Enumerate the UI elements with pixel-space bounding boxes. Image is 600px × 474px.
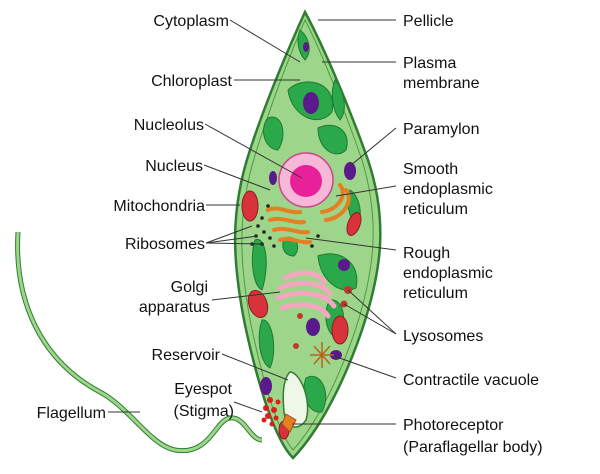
label-smooth-er-3: reticulum xyxy=(403,201,468,218)
label-contractile-vacuole: Contractile vacuole xyxy=(403,372,539,389)
label-photoreceptor-2: (Paraflagellar body) xyxy=(403,439,543,456)
smooth-er xyxy=(320,183,351,222)
label-lysosomes: Lysosomes xyxy=(403,328,483,345)
label-golgi-2: apparatus xyxy=(139,299,210,316)
label-rough-er-2: endoplasmic xyxy=(403,265,493,282)
label-eyespot-2: (Stigma) xyxy=(174,403,234,420)
mitochondria xyxy=(241,190,362,440)
label-ribosomes: Ribosomes xyxy=(125,236,205,253)
nucleolus xyxy=(290,165,322,197)
label-rough-er-1: Rough xyxy=(403,245,450,262)
label-eyespot-1: Eyespot xyxy=(174,381,232,398)
label-reservoir: Reservoir xyxy=(152,347,221,364)
flagellum-core xyxy=(16,231,263,453)
label-flagellum: Flagellum xyxy=(37,405,106,422)
label-plasma-2: membrane xyxy=(403,75,480,92)
label-smooth-er-1: Smooth xyxy=(403,161,458,178)
paramylon-granules xyxy=(260,42,356,395)
label-smooth-er-2: endoplasmic xyxy=(403,181,493,198)
label-cytoplasm: Cytoplasm xyxy=(153,13,229,30)
label-plasma-1: Plasma xyxy=(403,55,456,72)
label-rough-er-3: reticulum xyxy=(403,285,468,302)
nucleus xyxy=(278,152,334,208)
label-golgi-1: Golgi xyxy=(171,279,208,296)
label-pellicle: Pellicle xyxy=(403,13,454,30)
eyespot xyxy=(261,397,281,427)
leader-lines xyxy=(108,19,397,425)
label-paramylon: Paramylon xyxy=(403,121,479,138)
label-photoreceptor-1: Photoreceptor xyxy=(403,417,504,434)
contractile-vacuole xyxy=(310,342,334,368)
photoreceptor xyxy=(281,413,297,433)
golgi-apparatus xyxy=(275,270,337,319)
label-nucleolus: Nucleolus xyxy=(134,117,204,134)
label-mitochondria: Mitochondria xyxy=(113,198,205,215)
label-chloroplast: Chloroplast xyxy=(151,73,232,90)
label-nucleus: Nucleus xyxy=(145,158,203,175)
ribosome-dots xyxy=(250,204,320,248)
rough-er xyxy=(266,206,312,245)
